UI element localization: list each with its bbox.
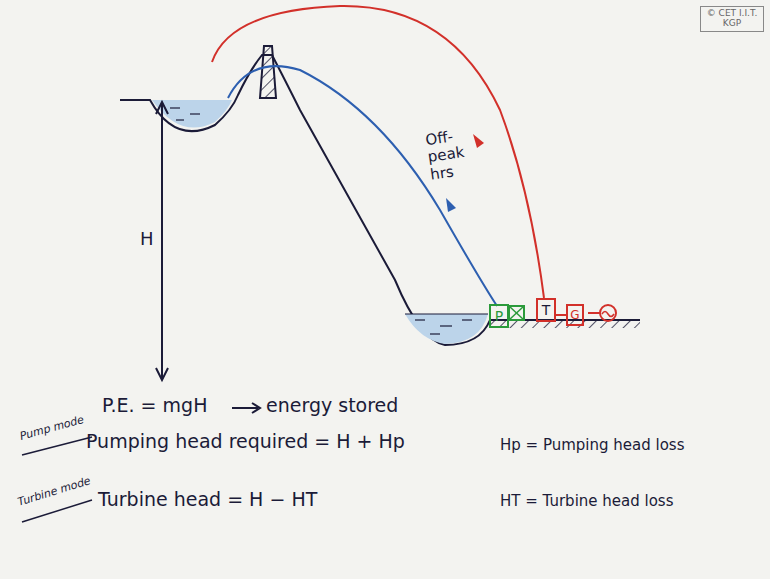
watermark-box: © CET I.I.T. KGP	[700, 6, 764, 32]
handwritten-note: Pumping head required = H + Hp	[86, 430, 405, 452]
handwritten-note: energy stored	[266, 394, 398, 416]
handwritten-note: Off-peak hrs	[424, 123, 495, 183]
handwritten-note: HT = Turbine head loss	[500, 492, 674, 510]
height-arrow	[161, 104, 163, 378]
machine-box: P	[489, 304, 509, 328]
handwritten-note: Turbine head = H − HT	[98, 488, 317, 510]
upper-water	[152, 100, 232, 128]
machine-letter: P	[495, 308, 503, 324]
handwritten-note: Hp = Pumping head loss	[500, 436, 684, 454]
machine-letter: T	[542, 302, 551, 318]
ac-source	[600, 305, 616, 321]
machine-letter: G	[570, 308, 579, 322]
shaft-connector	[556, 314, 566, 316]
penstock-turbine	[212, 6, 544, 298]
machine-box: T	[536, 298, 556, 322]
arrow	[232, 407, 258, 409]
handwritten-note: H	[140, 228, 154, 249]
handwritten-note: P.E. = mgH	[102, 394, 207, 416]
machine-box: G	[566, 304, 584, 326]
turbine-arrow	[473, 134, 484, 148]
pump-arrow	[446, 198, 456, 212]
dam	[260, 46, 276, 98]
motor-box	[509, 306, 524, 320]
handwritten-note: Pump mode	[18, 413, 85, 443]
terrain-line	[120, 55, 640, 345]
wire	[588, 312, 600, 314]
watermark: © CET I.I.T. KGP	[703, 9, 761, 29]
penstock-pump	[228, 66, 497, 306]
lower-water	[405, 314, 488, 344]
ground-hatch	[490, 320, 640, 328]
